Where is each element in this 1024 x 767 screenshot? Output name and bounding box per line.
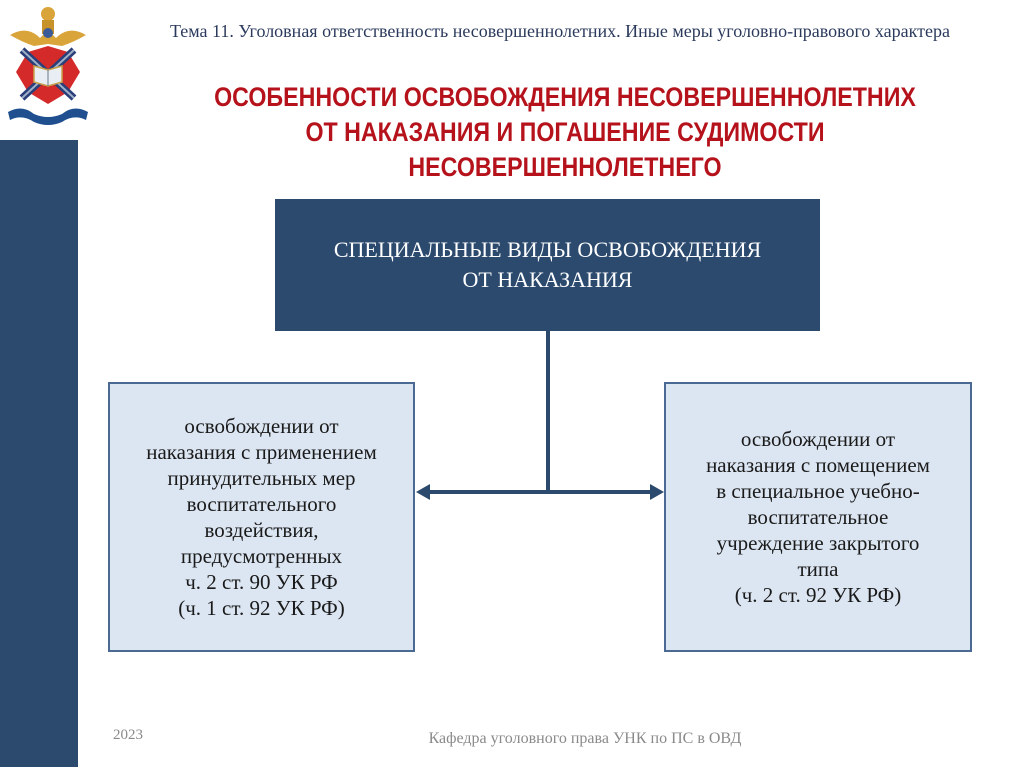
right-line: в специальное учебно- xyxy=(716,479,920,503)
sidebar-stripe xyxy=(0,140,78,767)
arrow-right-icon xyxy=(650,484,664,500)
right-line: (ч. 2 ст. 92 УК РФ) xyxy=(734,583,902,607)
right-line: учреждение закрытого xyxy=(716,531,920,555)
root-node-special-release: СПЕЦИАЛЬНЫЕ ВИДЫ ОСВОБОЖДЕНИЯ ОТ НАКАЗАН… xyxy=(275,199,820,331)
left-line: ч. 2 ст. 90 УК РФ xyxy=(185,570,338,594)
arrow-left-icon xyxy=(416,484,430,500)
root-line-1: СПЕЦИАЛЬНЫЕ ВИДЫ ОСВОБОЖДЕНИЯ xyxy=(333,237,762,262)
footer-department: Кафедра уголовного права УНК по ПС в ОВД xyxy=(428,730,742,747)
right-line: воспитательное xyxy=(747,505,889,529)
left-line: воздействия, xyxy=(204,518,319,542)
title-line-3: НЕСОВЕРШЕННОЛЕТНЕГО xyxy=(408,152,722,182)
left-line: наказания с применением xyxy=(146,440,377,464)
right-line: освобождении от xyxy=(740,427,896,451)
left-line: освобождении от xyxy=(184,414,339,438)
slide-title: ОСОБЕННОСТИ ОСВОБОЖДЕНИЯ НЕСОВЕРШЕННОЛЕТ… xyxy=(174,80,957,185)
topic-heading: Тема 11. Уголовная ответственность несов… xyxy=(169,21,951,41)
node-closed-institution: освобождении от наказания с помещением в… xyxy=(664,382,972,652)
emblem-icon xyxy=(2,0,94,130)
node-educational-measures: освобождении от наказания с применением … xyxy=(108,382,415,652)
right-line: наказания с помещением xyxy=(706,453,930,477)
footer-year: 2023 xyxy=(113,727,143,743)
left-line: (ч. 1 ст. 92 УК РФ) xyxy=(178,596,345,620)
right-line: типа xyxy=(797,557,839,581)
left-line: предусмотренных xyxy=(180,544,343,568)
title-line-1: ОСОБЕННОСТИ ОСВОБОЖДЕНИЯ НЕСОВЕРШЕННОЛЕТ… xyxy=(214,82,916,112)
left-line: принудительных мер xyxy=(167,466,356,490)
title-line-2: ОТ НАКАЗАНИЯ И ПОГАШЕНИЕ СУДИМОСТИ xyxy=(305,117,825,147)
root-line-2: ОТ НАКАЗАНИЯ xyxy=(462,267,633,292)
left-line: воспитательного xyxy=(186,492,337,516)
